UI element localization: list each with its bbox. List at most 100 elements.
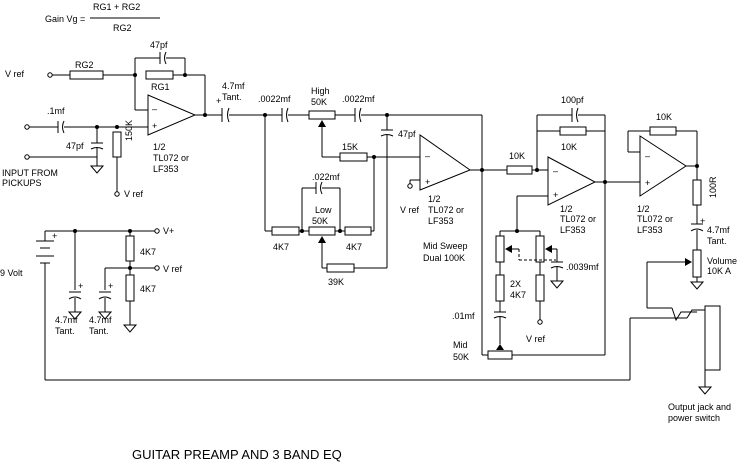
- r-4k7-a: [271, 226, 300, 236]
- mid-sweep-label: Mid Sweep: [423, 241, 468, 251]
- ground-symbol-c1: [67, 311, 83, 320]
- supply-r-4k7-a-label: 4K7: [140, 247, 156, 257]
- dual-100k-label: Dual 100K: [423, 253, 465, 263]
- output-jack[interactable]: [704, 305, 721, 371]
- supply-c1-value: 4.7mf: [55, 315, 78, 325]
- opamp-1-minus: –: [152, 104, 157, 114]
- supply-c2-value: 4.7mf: [89, 315, 112, 325]
- ground-symbol-c2: [97, 311, 113, 320]
- eq-opamp-stage: – + V ref 1/2 TL072 or LF353: [400, 134, 507, 356]
- coupling-cap-plus: +: [216, 96, 221, 106]
- vref-label-opamp2: V ref: [400, 205, 420, 215]
- opamp-4-part1: TL072 or: [637, 214, 673, 224]
- vref-terminal-supply: [154, 265, 160, 271]
- c-1mf-label: .1mf: [47, 106, 65, 116]
- r-15k: [339, 152, 368, 162]
- mid-label: Mid: [453, 340, 468, 350]
- supply-r-4k7-b-label: 4K7: [140, 284, 156, 294]
- feedback-cap-plate-2: [164, 51, 167, 65]
- r-10k-a-label: 10K: [509, 151, 525, 161]
- r-10k-c-label: 10K: [656, 112, 672, 122]
- r-4k7-2x-a: [495, 274, 505, 302]
- opamp-3-plus: +: [553, 190, 558, 200]
- r-150k: [112, 131, 122, 158]
- opamp-1-plus: +: [152, 121, 157, 131]
- c-01mf-label: .01mf: [452, 311, 475, 321]
- vref-label-supply: V ref: [163, 264, 183, 274]
- opamp-1-part1: TL072 or: [153, 153, 189, 163]
- output-label-line2: power switch: [668, 413, 720, 423]
- opamp-2-part2: LF353: [428, 216, 454, 226]
- ground-symbol-supply: [122, 324, 138, 333]
- output-cap-plus: +: [700, 216, 705, 226]
- rg1-label: RG1: [151, 82, 170, 92]
- c-47pf-b-label: 47pf: [398, 129, 416, 139]
- r-10k-a: [506, 165, 533, 175]
- r-4k7-a-label: 4K7: [273, 242, 289, 252]
- r-4k7-b: [344, 226, 372, 236]
- c-0039-label: .0039mf: [566, 262, 599, 272]
- coupling-cap-tant: Tant.: [222, 92, 242, 102]
- r-15k-label: 15K: [342, 142, 358, 152]
- battery-label: 9 Volt: [0, 268, 23, 278]
- two-x-value-label: 4K7: [510, 290, 526, 300]
- gain-formula: Gain Vg = RG1 + RG2 RG2: [45, 2, 160, 33]
- ground-symbol-input: [89, 165, 105, 174]
- gain-formula-numerator: RG1 + RG2: [93, 2, 140, 12]
- vref-label-top: V ref: [5, 69, 25, 79]
- opamp-2-plus: +: [425, 177, 430, 187]
- gain-formula-denominator: RG2: [113, 23, 132, 33]
- opamp-1-half: 1/2: [153, 142, 166, 152]
- vref-terminal-top: [47, 72, 53, 78]
- vref-terminal-input: [114, 191, 120, 197]
- opamp-4-half: 1/2: [637, 204, 650, 214]
- supply-r-4k7-a: [125, 235, 135, 262]
- c-0022-a-label: .0022mf: [258, 94, 291, 104]
- opamp-3-part1: TL072 or: [560, 214, 596, 224]
- opamp-4-plus: +: [645, 178, 650, 188]
- supply-c1-plus: +: [78, 281, 83, 291]
- vplus-terminal: [154, 228, 160, 234]
- r-4k7-2x-b: [535, 274, 545, 302]
- vref-label-input: V ref: [124, 189, 144, 199]
- mid-pot-label: 50K: [453, 352, 469, 362]
- volume-value-label: 10K A: [707, 266, 731, 276]
- mid-pot[interactable]: [487, 350, 513, 360]
- output-label-line1: Output jack and: [668, 402, 731, 412]
- high-label: High: [311, 86, 330, 96]
- opamp-4-part2: LF353: [637, 225, 663, 235]
- c-0022-b-label: .0022mf: [342, 94, 375, 104]
- opamp-3-part2: LF353: [560, 225, 586, 235]
- r-10k-c: [649, 126, 677, 136]
- vplus-label: V+: [163, 226, 174, 236]
- opamp-2-half: 1/2: [428, 194, 441, 204]
- rg2-resistor: [69, 70, 104, 80]
- c-47pf-input-label: 47pf: [66, 141, 84, 151]
- volume-label: Volume: [707, 256, 737, 266]
- c-47pf-label: 47pf: [150, 40, 168, 50]
- two-x-label: 2X: [510, 279, 521, 289]
- ground-symbol-mid: [549, 280, 565, 289]
- battery-plus: +: [52, 231, 57, 241]
- power-supply: V+ + 9 Volt 4K7 V ref 4K7 + 4.7mf Tant. …: [0, 226, 183, 380]
- vref-terminal-mid: [537, 319, 543, 325]
- input-label-line1: INPUT FROM: [2, 168, 58, 178]
- ground-symbol-output: [697, 386, 713, 395]
- gain-formula-lhs: Gain Vg =: [45, 14, 85, 24]
- schematic-title: GUITAR PREAMP AND 3 BAND EQ: [132, 447, 342, 462]
- tone-stack: + 4.7mf Tant. .0022mf High 50K .0022mf 4…: [216, 81, 483, 287]
- supply-c2-tant: Tant.: [89, 326, 109, 336]
- mid-sweep-pot-a[interactable]: [495, 235, 505, 263]
- mid-stage: 10K 100pf 10K – + 1/2 TL072 or LF353: [423, 95, 640, 362]
- bass-pot[interactable]: [308, 226, 336, 236]
- treble-pot[interactable]: [308, 110, 336, 120]
- opamp-2-part1: TL072 or: [428, 205, 464, 215]
- mid-sweep-pot-b[interactable]: [535, 235, 545, 263]
- high-pot-label: 50K: [311, 97, 327, 107]
- volume-pot[interactable]: [692, 249, 702, 278]
- supply-c2-plus: +: [108, 281, 113, 291]
- opamp-1-part2: LF353: [153, 164, 179, 174]
- coupling-cap-value: 4.7mf: [222, 81, 245, 91]
